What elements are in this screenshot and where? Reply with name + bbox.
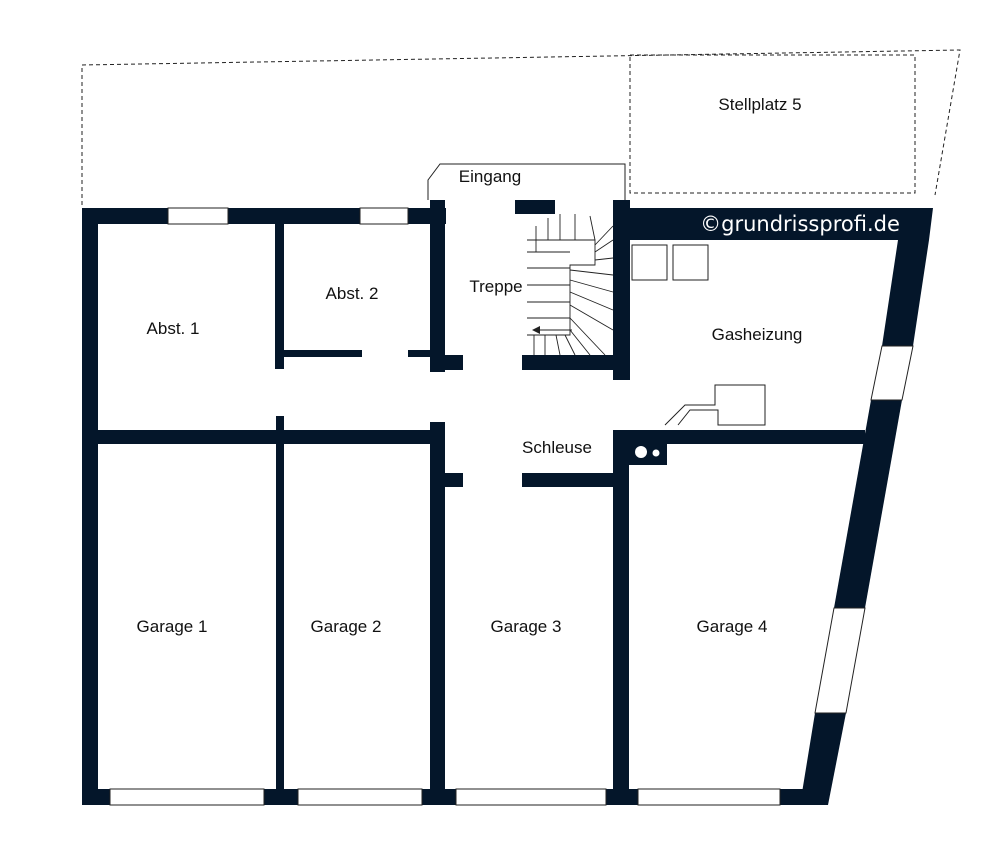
walls [82,200,933,805]
outdoor-area-outline [81,49,961,205]
water-connection-symbol [629,440,667,465]
label-abst-1: Abst. 1 [147,319,200,338]
windows [109,207,914,806]
parking-space-5 [629,54,916,194]
label-schleuse: Schleuse [522,438,592,457]
label-treppe: Treppe [469,277,522,296]
label-abst-2: Abst. 2 [326,284,379,303]
label-stellplatz-5: Stellplatz 5 [718,95,801,114]
chimney-duct [664,384,766,426]
label-eingang: Eingang [459,167,521,186]
stair-direction-arrow [532,326,572,334]
heating-units [631,244,709,281]
label-garage-3: Garage 3 [491,617,562,636]
watermark: ©grundrissprofi.de [700,212,900,236]
label-gasheizung: Gasheizung [712,325,803,344]
label-garage-1: Garage 1 [137,617,208,636]
label-garage-4: Garage 4 [697,617,768,636]
staircase [527,214,614,356]
label-garage-2: Garage 2 [311,617,382,636]
entrance-canopy [427,163,626,200]
